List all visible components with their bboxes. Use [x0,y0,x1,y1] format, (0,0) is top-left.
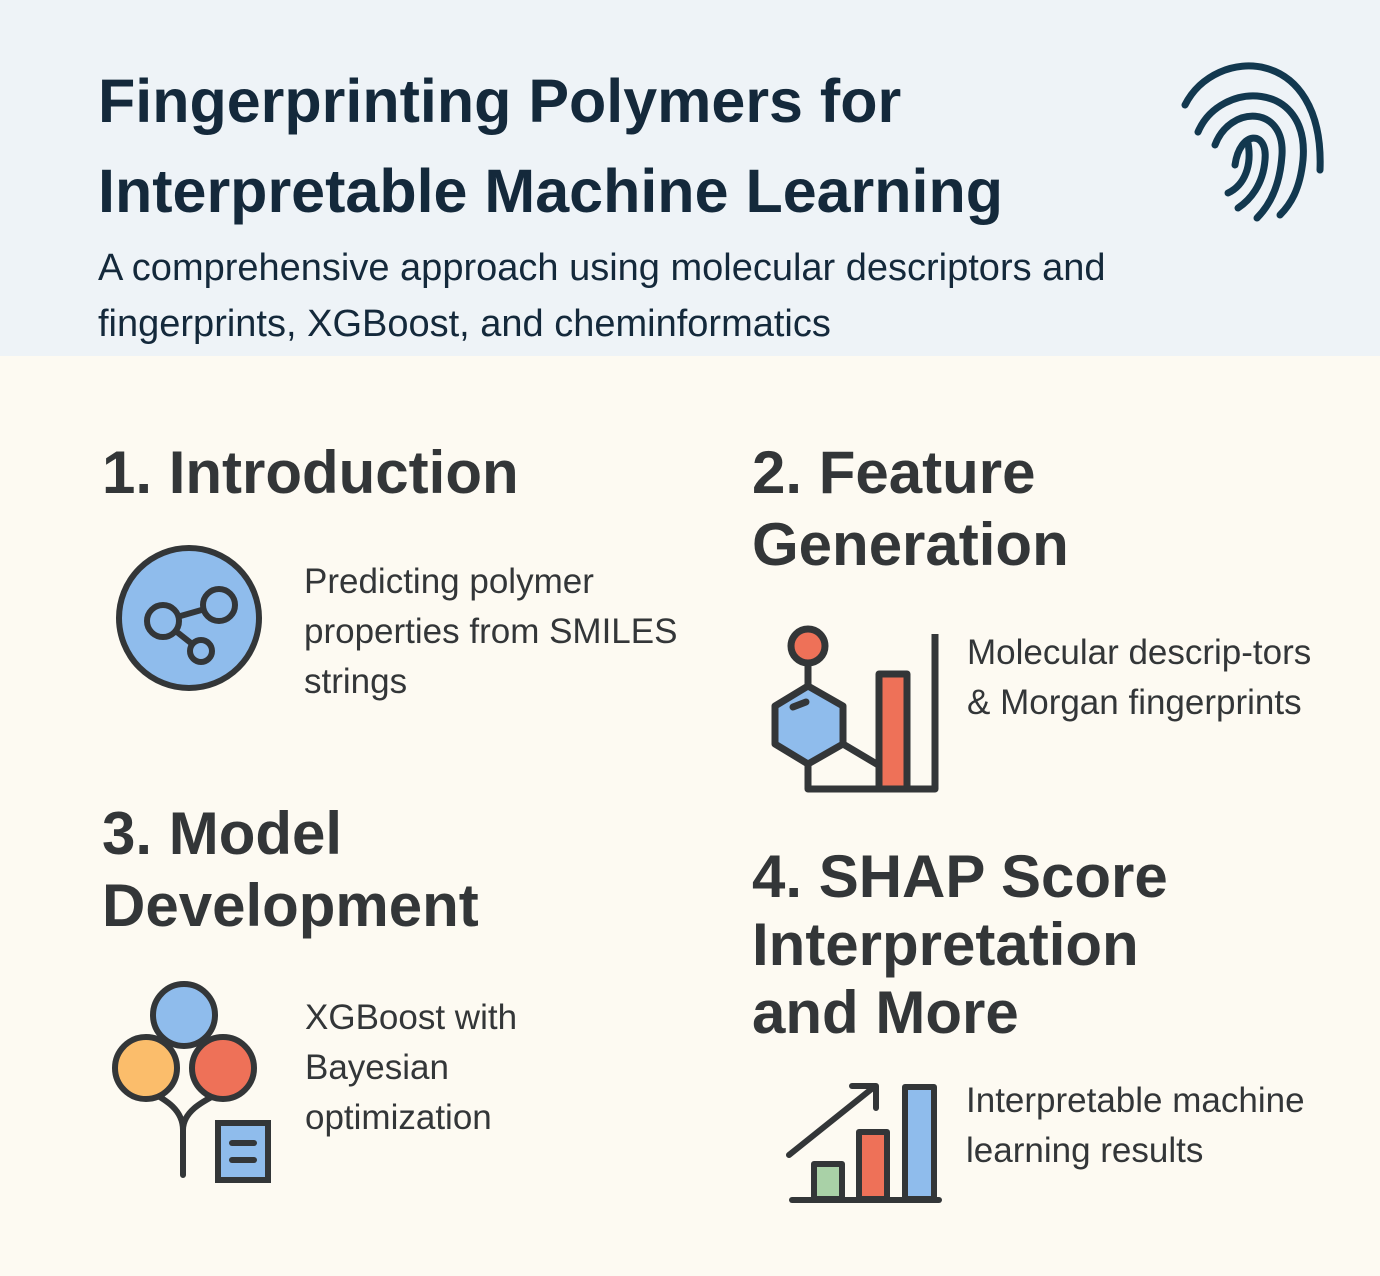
page-title: Fingerprinting Polymers for Interpretabl… [98,67,1004,225]
molecule-bar-chart-icon [771,625,939,793]
section-2-title: 2. Feature Generation [752,439,1069,578]
section-1-title: 1. Introduction [102,439,519,506]
section-3-title: 3. Model Development [102,800,479,939]
section-4-text: Interpretable machine learning results [966,1081,1305,1170]
section-2-text: Molecular descrip-tors & Morgan fingerpr… [967,633,1312,722]
section-1-text: Predicting polymer properties from SMILE… [304,562,678,701]
fingerprint-icon [1181,62,1324,222]
page-subtitle: A comprehensive approach using molecular… [98,247,1106,345]
molecule-network-icon [116,545,262,691]
header: Fingerprinting Polymers for Interpretabl… [0,0,1380,356]
tree-model-icon [112,981,271,1183]
section-3-text: XGBoost with Bayesian optimization [305,998,518,1137]
section-4-title: 4. SHAP Score Interpretation and More [752,843,1168,1046]
growth-bar-chart-icon [786,1083,942,1203]
